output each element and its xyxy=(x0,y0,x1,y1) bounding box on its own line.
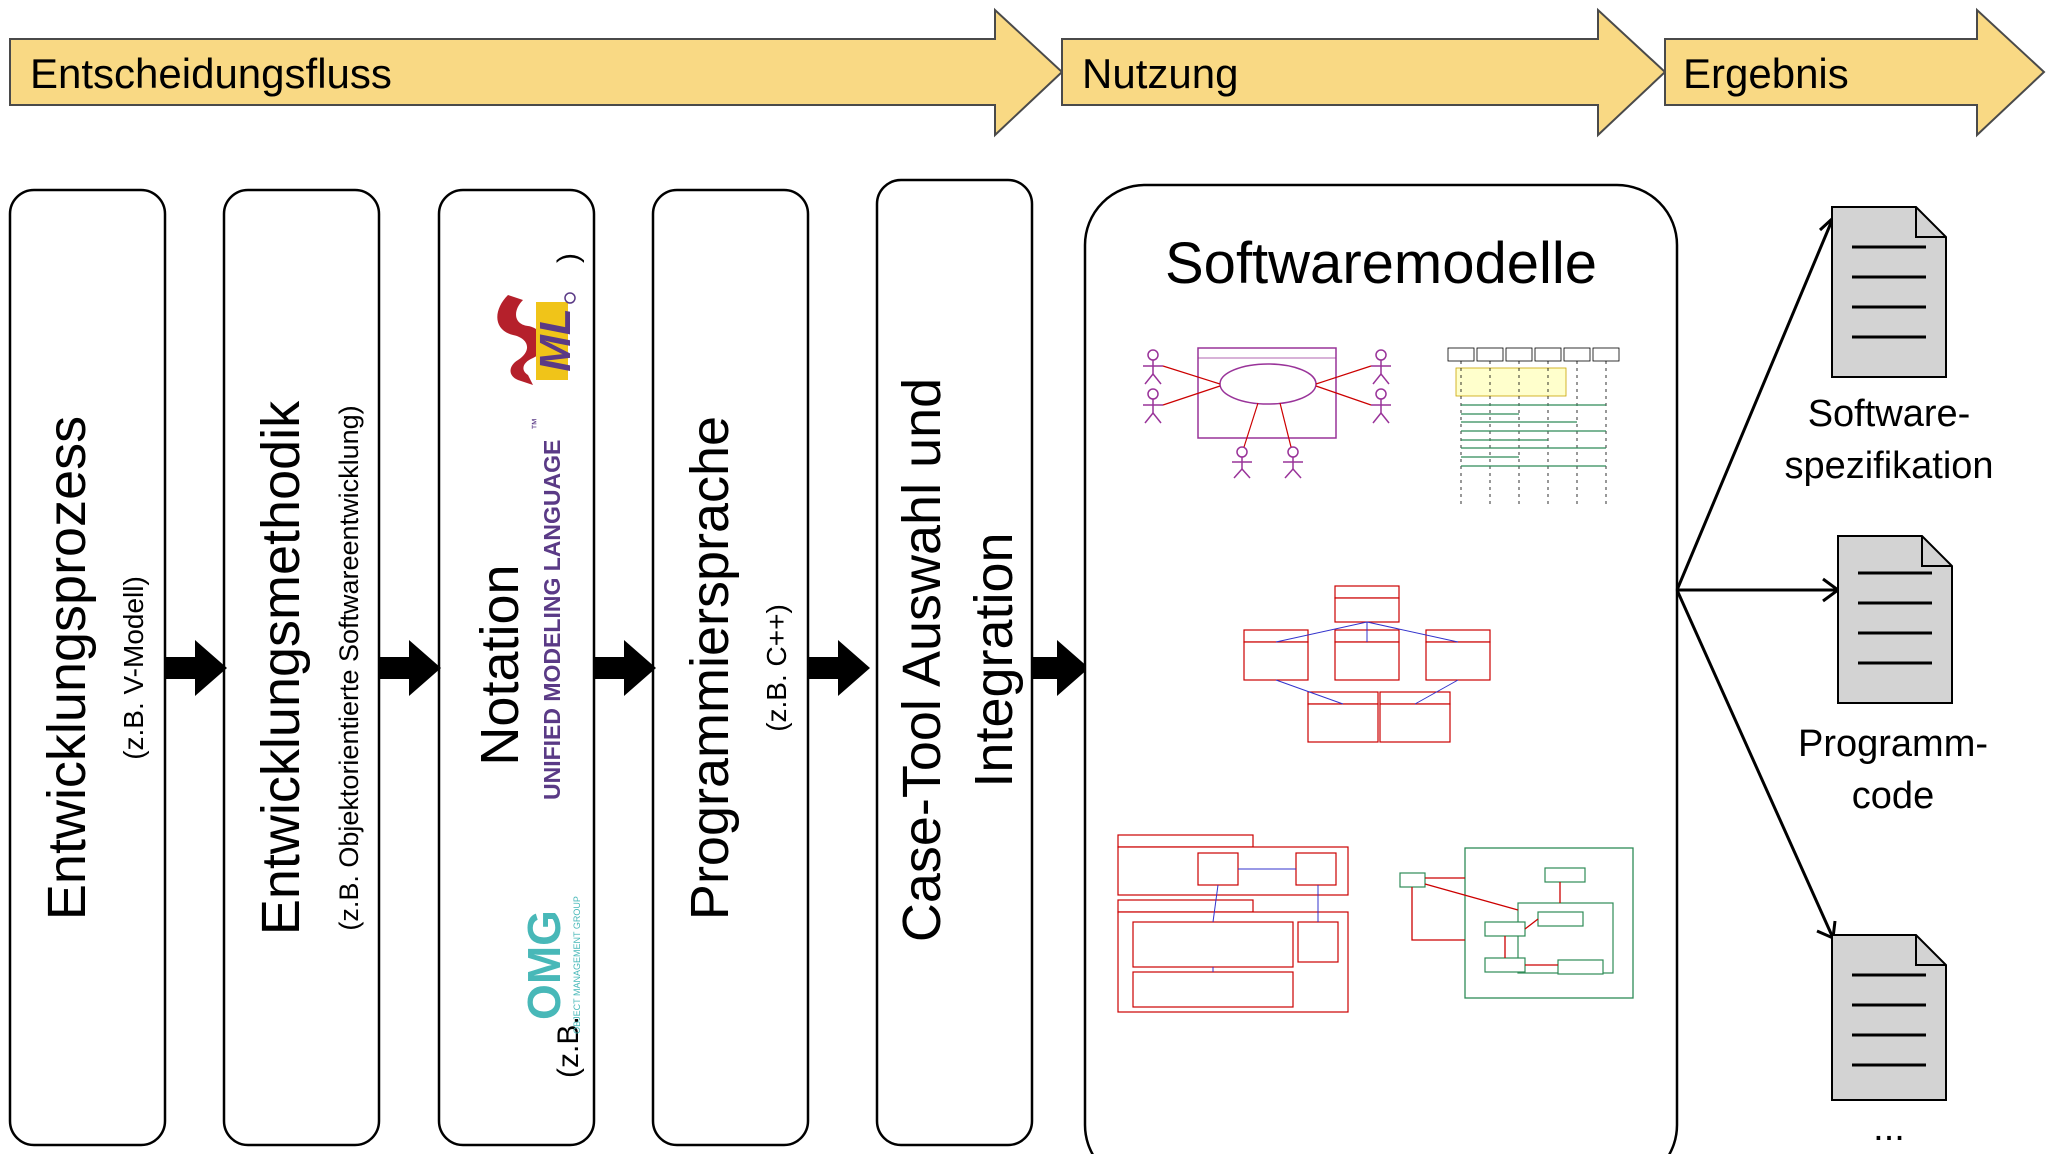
flow-arrow xyxy=(165,640,227,696)
use-case-diagram xyxy=(1143,347,1391,479)
flow-arrow xyxy=(1032,640,1089,696)
state-diagram xyxy=(1399,847,1634,999)
step-subtitle-entwicklungsmethodik: (z.B. Objektorientierte Softwareentwickl… xyxy=(334,405,364,930)
document-icon xyxy=(1837,535,1953,704)
step-title-entwicklungsprozess: Entwicklungsprozess xyxy=(37,416,97,920)
result-label-programmcode-line1: Programm- xyxy=(1798,723,1988,765)
step-title-notation: Notation xyxy=(470,564,530,765)
step-title-entwicklungsmethodik: Entwicklungsmethodik xyxy=(251,400,311,935)
softwaremodelle-title: Softwaremodelle xyxy=(1165,231,1597,296)
sequence-diagram xyxy=(1447,347,1620,505)
flow-arrow xyxy=(379,640,441,696)
step-title-case-tool-line1: Case-Tool Auswahl und xyxy=(892,378,952,942)
step-box-case-tool: Case-Tool Auswahl und Integration xyxy=(875,178,1034,1147)
result-label-spezifikation-line2: spezifikation xyxy=(1784,445,1993,487)
output-connectors xyxy=(1675,214,1841,941)
omg-logo: OMG OBJECT MANAGEMENT GROUP xyxy=(518,896,582,1034)
result-label-spezifikation-line1: Software- xyxy=(1808,393,1971,435)
document-icon xyxy=(1831,206,1947,378)
step-title-case-tool-line2: Integration xyxy=(964,532,1024,787)
step-box-entwicklungsprozess: Entwicklungsprozess (z.B. V-Modell) xyxy=(8,188,167,1147)
svg-text:ML: ML xyxy=(531,308,580,372)
component-diagram xyxy=(1117,834,1349,1013)
phase-label-entscheidungsfluss: Entscheidungsfluss xyxy=(30,50,392,97)
step-title-programmiersprache: Programmiersprache xyxy=(680,416,740,920)
phase-arrow-entscheidungsfluss: Entscheidungsfluss xyxy=(9,7,1064,138)
phase-arrow-ergebnis: Ergebnis xyxy=(1664,7,2046,138)
step-box-programmiersprache: Programmiersprache (z.B. C++) xyxy=(651,188,810,1147)
class-diagram xyxy=(1243,585,1491,743)
result-label-programmcode-line2: code xyxy=(1852,775,1934,817)
omg-logo-subtitle: OBJECT MANAGEMENT GROUP xyxy=(572,896,582,1034)
phase-label-nutzung: Nutzung xyxy=(1082,50,1238,97)
uml-logo-tm: ™ xyxy=(529,418,543,430)
uml-logo-text: UNIFIED MODELING LANGUAGE xyxy=(539,440,565,800)
step-box-notation: Notation (z.B. ) OMG OBJECT MANAGEMENT G… xyxy=(437,188,596,1147)
step-subtitle-programmiersprache: (z.B. C++) xyxy=(761,604,792,732)
step-box-entwicklungsmethodik: Entwicklungsmethodik (z.B. Objektorienti… xyxy=(222,188,381,1147)
phase-label-ergebnis: Ergebnis xyxy=(1683,50,1849,97)
phase-arrow-nutzung: Nutzung xyxy=(1061,7,1667,138)
result-label-ellipsis: ... xyxy=(1873,1107,1905,1149)
omg-logo-text: OMG xyxy=(518,910,570,1020)
step-subtitle-notation-prefix: (z.B. xyxy=(552,1016,585,1078)
flow-arrow xyxy=(594,640,656,696)
flow-arrow xyxy=(808,640,870,696)
step-subtitle-notation-suffix: ) xyxy=(552,253,585,263)
document-icon xyxy=(1831,934,1947,1101)
uml-logo-icon: ML xyxy=(497,292,580,385)
step-subtitle-entwicklungsprozess: (z.B. V-Modell) xyxy=(118,576,149,760)
